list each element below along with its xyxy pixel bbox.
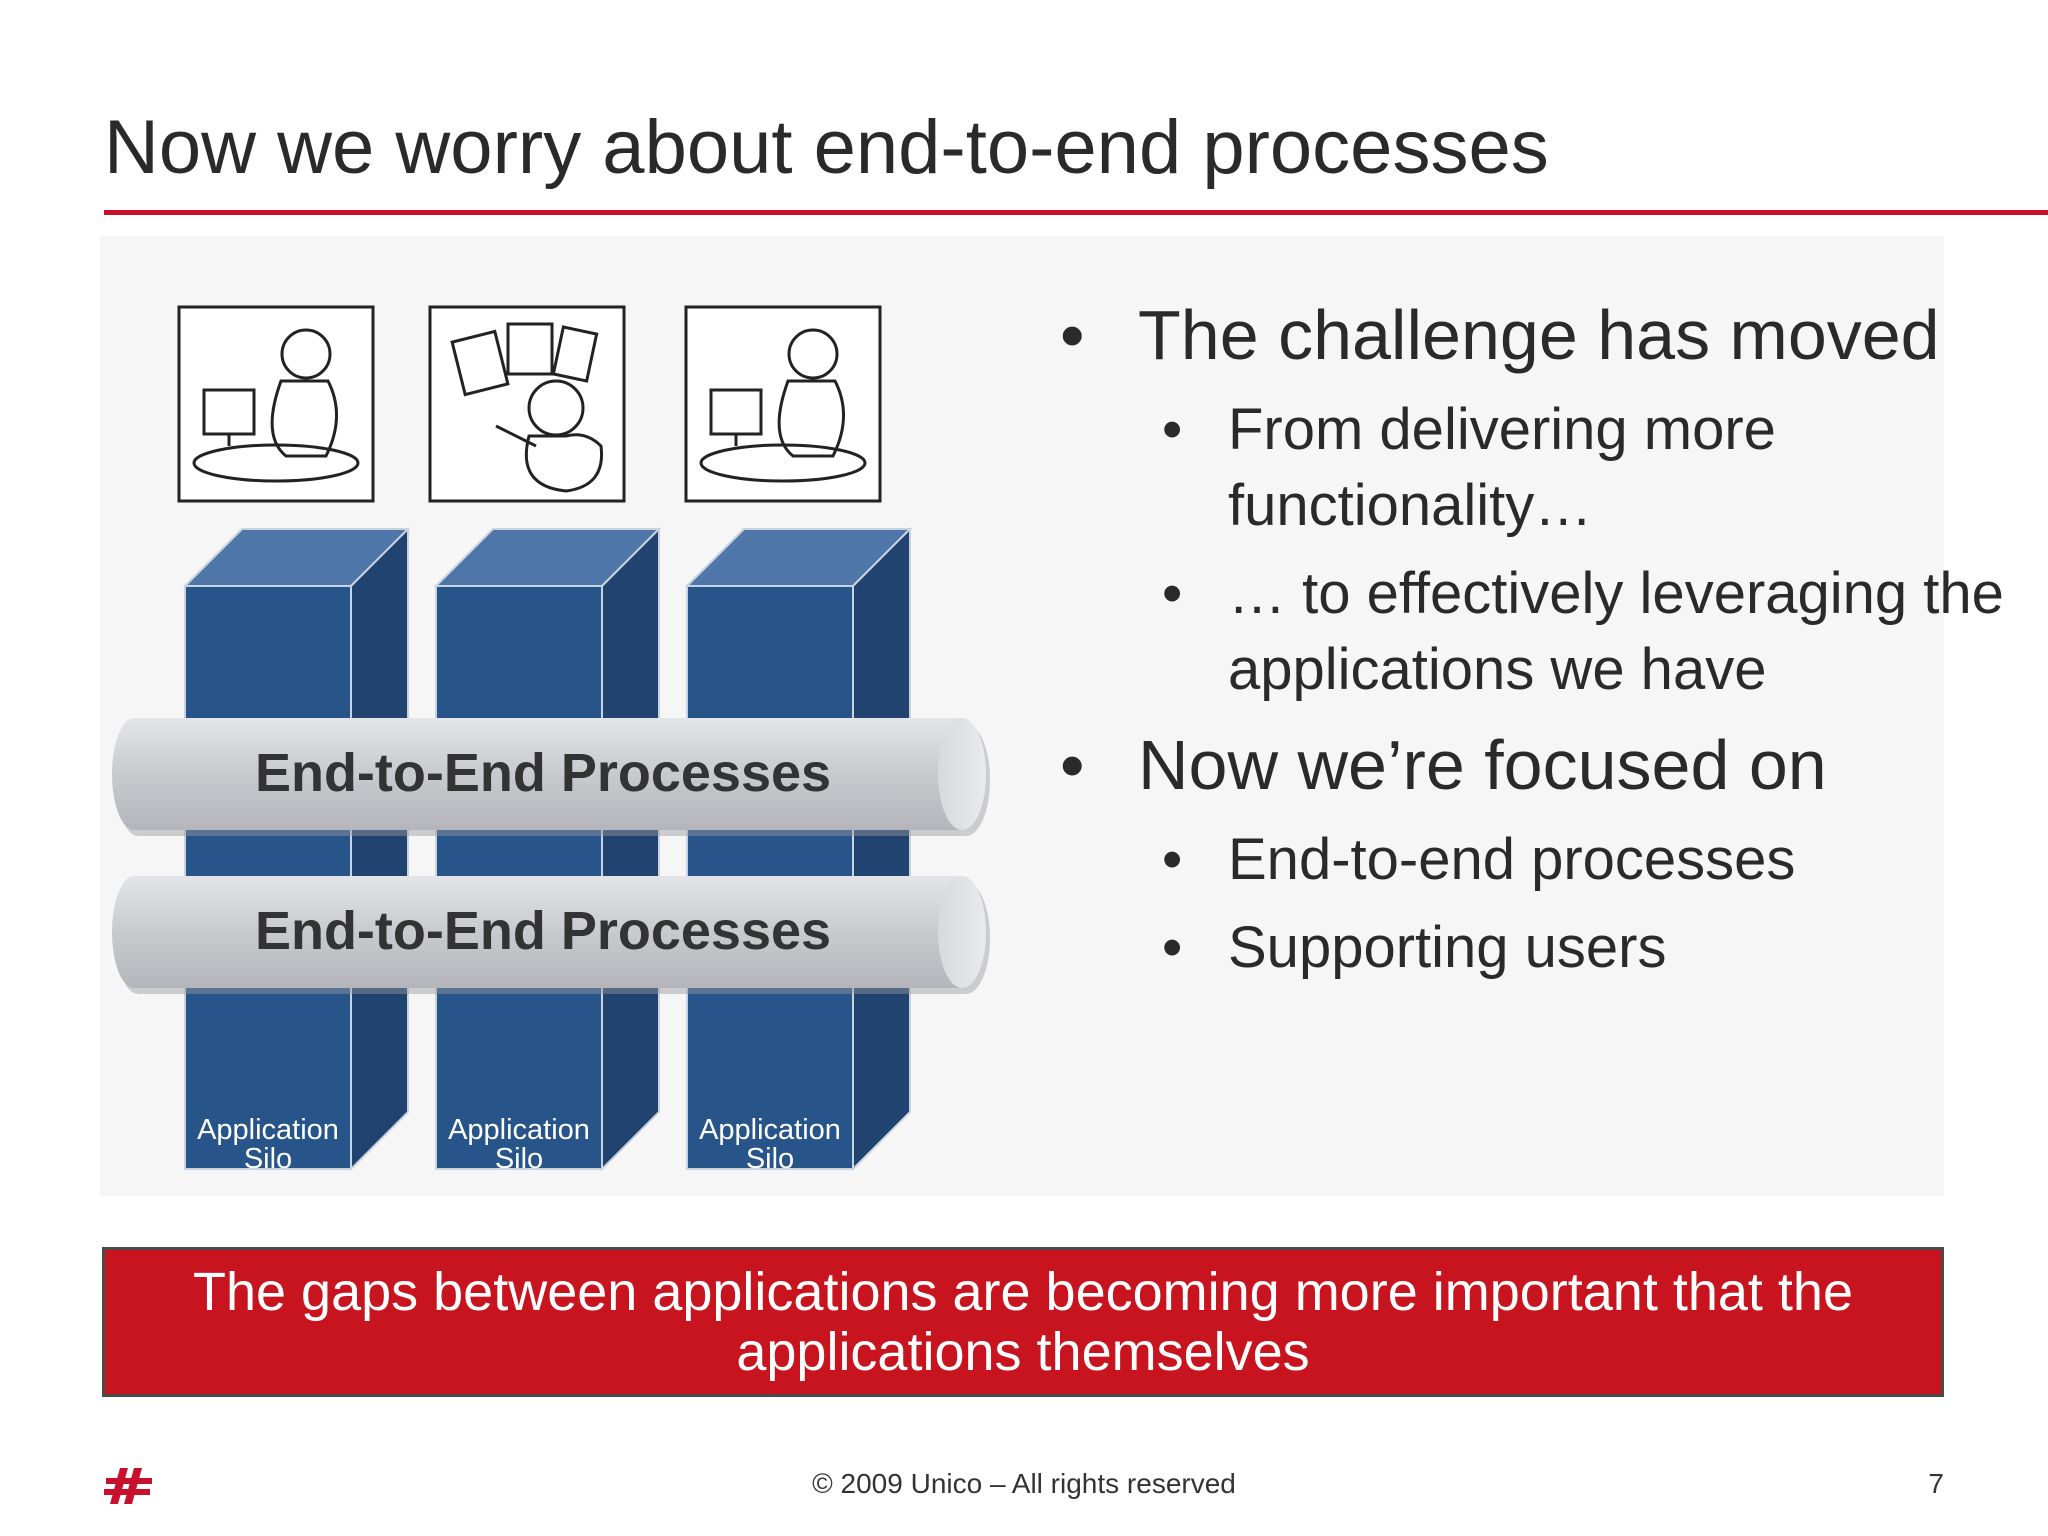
silo-label: Application [699, 1114, 841, 1146]
bullet-text: End-to-end processes [1228, 827, 1796, 892]
end-to-end-process-pipe: End-to-End Processes [112, 718, 990, 836]
bullet-list: • The challenge has moved • From deliver… [1050, 290, 2010, 998]
bullet-dot: • [1162, 827, 1183, 892]
end-to-end-process-pipe: End-to-End Processes [112, 876, 990, 994]
sub-bullet-item: • Supporting users [1050, 910, 2010, 986]
sub-bullet-item: • End-to-end processes [1050, 822, 2010, 898]
sub-bullet-item: • … to effectively leveraging the applic… [1050, 556, 2010, 708]
application-silo: Application Silo [684, 526, 913, 1175]
callout-banner: The gaps between applications are becomi… [102, 1247, 1944, 1397]
bullet-item: • The challenge has moved [1050, 290, 2010, 380]
pipe-label: End-to-End Processes [255, 743, 831, 803]
company-logo-icon [104, 1468, 152, 1504]
silo-label: Application [448, 1114, 590, 1146]
user-at-computer-icon [177, 305, 375, 503]
bullet-dot: • [1060, 726, 1085, 804]
application-silo: Application Silo [182, 526, 411, 1175]
title-rule [104, 210, 2048, 215]
application-silo-diagram: Application Silo Application Silo Applic… [112, 305, 990, 1175]
silo-label: Application [197, 1114, 339, 1146]
bullet-item: • Now we’re focused on [1050, 720, 2010, 810]
silo-label: Silo [746, 1143, 794, 1175]
silo-label: Silo [495, 1143, 543, 1175]
slide-title: Now we worry about end-to-end processes [104, 105, 1549, 190]
page-number: 7 [1928, 1468, 1944, 1499]
bullet-dot: • [1162, 915, 1183, 980]
bullet-text: Now we’re focused on [1138, 726, 1827, 804]
callout-text: The gaps between applications are becomi… [193, 1262, 1853, 1382]
bullet-dot: • [1162, 561, 1183, 626]
copyright-footer: © 2009 Unico – All rights reserved [812, 1468, 1236, 1499]
bullet-text: Supporting users [1228, 915, 1667, 980]
pipe-label: End-to-End Processes [255, 901, 831, 961]
sub-bullet-item: • From delivering more functionality… [1050, 392, 2010, 544]
user-at-computer-icon [684, 305, 882, 503]
bullet-text: … to effectively leveraging the applicat… [1228, 561, 2004, 702]
silo-label: Silo [244, 1143, 292, 1175]
bullet-dot: • [1060, 296, 1085, 374]
bullet-text: The challenge has moved [1138, 296, 1940, 374]
application-silo: Application Silo [433, 526, 662, 1175]
bullet-text: From delivering more functionality… [1228, 397, 1776, 538]
user-with-headset-and-screens-icon [428, 305, 626, 503]
bullet-dot: • [1162, 397, 1183, 462]
